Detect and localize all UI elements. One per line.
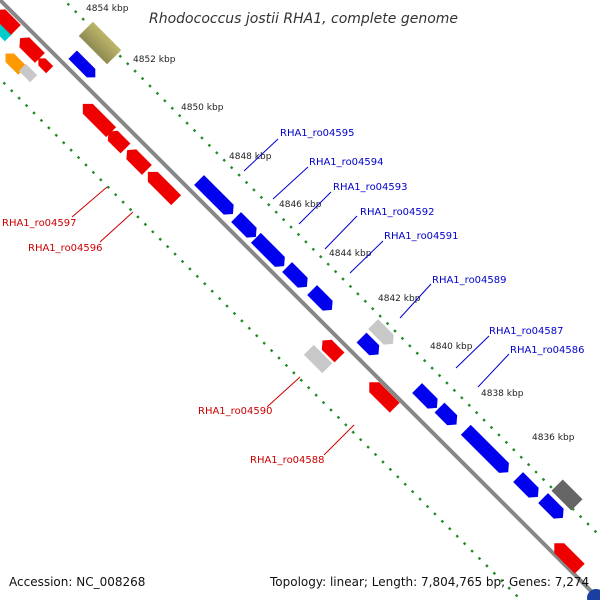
gene-ro04584[interactable] <box>513 472 543 502</box>
gene-ro04596-b[interactable] <box>122 145 152 175</box>
gene-ro04592[interactable] <box>282 262 312 292</box>
leader-line <box>323 424 355 456</box>
reverse-leader-lines <box>71 186 355 456</box>
gene-ro04593[interactable] <box>250 232 289 271</box>
gene-label-ro04588[interactable]: RHA1_ro04588 <box>250 455 325 466</box>
gene-ro04589[interactable] <box>356 332 384 360</box>
scale-label: 4844 kbp <box>329 249 372 259</box>
gene-edge-gray[interactable] <box>18 63 38 83</box>
gene-ro04590-pseudo[interactable] <box>303 344 333 374</box>
map-title: Rhodococcus jostii RHA1, complete genome <box>149 11 458 27</box>
leader-line <box>266 376 301 408</box>
gene-ro04581[interactable] <box>549 538 585 574</box>
gene-ro04589-pseudo[interactable] <box>368 319 398 349</box>
leader-line <box>477 353 510 388</box>
scale-label: 4840 kbp <box>430 342 473 352</box>
gene-label-ro04594[interactable]: RHA1_ro04594 <box>309 157 384 168</box>
forward-leader-lines <box>243 138 510 388</box>
gene-edge-red-1[interactable] <box>0 5 21 35</box>
gene-label-ro04590[interactable]: RHA1_ro04590 <box>198 406 273 417</box>
scale-label: 4852 kbp <box>133 55 176 65</box>
gene-label-ro04596[interactable]: RHA1_ro04596 <box>28 243 103 254</box>
gene-label-ro04592[interactable]: RHA1_ro04592 <box>360 207 435 218</box>
leader-line <box>455 335 490 369</box>
gene-label-ro04597[interactable]: RHA1_ro04597 <box>2 218 77 229</box>
scale-label: 4848 kbp <box>229 152 272 162</box>
ruler-line-outer <box>62 0 600 538</box>
genome-summary-text: Topology: linear; Length: 7,804,765 bp; … <box>269 575 589 589</box>
gene-edge-red-3[interactable] <box>35 55 54 74</box>
gene-ro04587[interactable] <box>412 383 442 413</box>
scale-label: 4850 kbp <box>181 103 224 113</box>
gene-edge-cyan[interactable] <box>0 18 14 42</box>
scale-label: 4854 kbp <box>86 4 129 14</box>
leader-line <box>349 240 384 274</box>
gene-ro04594[interactable] <box>231 212 261 242</box>
gene-label-ro04591[interactable]: RHA1_ro04591 <box>384 231 459 242</box>
gene-label-ro04586[interactable]: RHA1_ro04586 <box>510 345 585 356</box>
gene-edge-red-2[interactable] <box>15 33 45 63</box>
gene-ro04596-a[interactable] <box>104 127 131 154</box>
gene-ro04596[interactable] <box>143 167 182 206</box>
gene-ro04590[interactable] <box>318 336 345 363</box>
leader-line <box>399 283 432 319</box>
gene-ro04591[interactable] <box>307 285 337 315</box>
scale-label: 4838 kbp <box>481 389 524 399</box>
leader-line <box>324 215 358 250</box>
gene-label-ro04587[interactable]: RHA1_ro04587 <box>489 326 564 337</box>
gene-ro04597[interactable] <box>78 99 117 138</box>
gene-ro04598[interactable] <box>78 21 122 65</box>
leader-line <box>298 191 332 225</box>
leader-line <box>71 186 108 218</box>
gene-label-ro04595[interactable]: RHA1_ro04595 <box>280 128 355 139</box>
gene-ro04588[interactable] <box>364 377 400 413</box>
leader-line <box>99 211 134 243</box>
accession-text: Accession: NC_008268 <box>9 575 145 589</box>
scale-label: 4846 kbp <box>279 200 322 210</box>
gene-ro04582[interactable] <box>551 479 583 511</box>
gene-ro04583[interactable] <box>538 493 568 523</box>
scale-label: 4836 kbp <box>532 433 575 443</box>
gene-ro04595[interactable] <box>194 175 238 219</box>
scale-label: 4842 kbp <box>378 294 421 304</box>
gene-label-ro04593[interactable]: RHA1_ro04593 <box>333 182 408 193</box>
leader-line <box>243 138 279 172</box>
gene-ro04586[interactable] <box>434 402 462 430</box>
gene-ro04597-arrow[interactable] <box>68 50 99 81</box>
leader-line <box>272 166 309 200</box>
gene-ro04585[interactable] <box>460 424 513 477</box>
gene-label-ro04589[interactable]: RHA1_ro04589 <box>432 275 507 286</box>
